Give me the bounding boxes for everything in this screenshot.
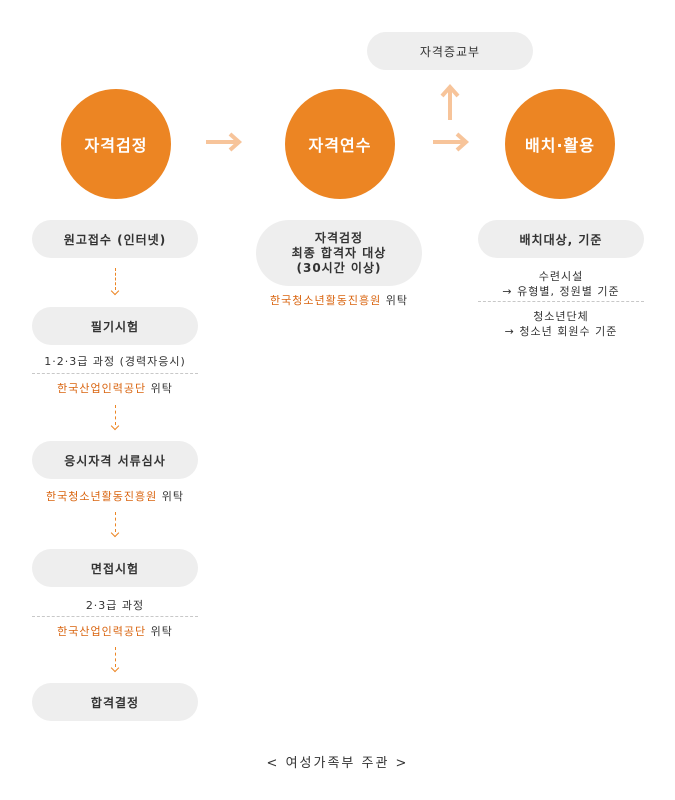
training-target-box: 자격검정 최종 합격자 대상 (30시간 이상) bbox=[256, 220, 422, 286]
divider bbox=[32, 616, 198, 617]
org-name: 한국청소년활동진흥원 bbox=[46, 490, 158, 503]
stage-circle-qualification-exam: 자격검정 bbox=[61, 89, 171, 199]
footer-organizer: < 여성가족부 주관 > bbox=[266, 756, 409, 771]
step-online-application: 원고접수 (인터넷) bbox=[32, 220, 198, 258]
flow-connector bbox=[115, 512, 116, 532]
org-name: 한국산업인력공단 bbox=[57, 625, 147, 638]
certificate-issuance-label: 자격증교부 bbox=[419, 44, 481, 59]
certificate-issuance-box: 자격증교부 bbox=[367, 32, 533, 70]
chevron-down-icon bbox=[110, 528, 120, 538]
step-label: 면접시험 bbox=[90, 561, 140, 576]
placement-item-detail: → 유형별, 정원별 기준 bbox=[502, 285, 620, 298]
training-org: 한국청소년활동진흥원 위탁 bbox=[246, 292, 432, 308]
step-interview: 면접시험 bbox=[32, 549, 198, 587]
stage-label: 자격연수 bbox=[308, 136, 372, 155]
written-exam-note: 1·2·3급 과정 (경력자응시) bbox=[44, 355, 186, 368]
stage-label: 자격검정 bbox=[84, 136, 148, 155]
org-name: 한국청소년활동진흥원 bbox=[270, 294, 382, 307]
flow-connector bbox=[115, 405, 116, 425]
interview-org: 한국산업인력공단 위탁 bbox=[32, 623, 198, 639]
org-suffix: 위탁 bbox=[150, 625, 173, 638]
step-label: 필기시험 bbox=[90, 319, 140, 334]
divider bbox=[478, 301, 644, 302]
step-label: 배치대상, 기준 bbox=[519, 232, 603, 247]
step-label: 합격결정 bbox=[90, 695, 140, 710]
chevron-down-icon bbox=[110, 286, 120, 296]
stage-label: 배치·활용 bbox=[525, 136, 595, 155]
placement-criteria-box: 배치대상, 기준 bbox=[478, 220, 644, 258]
placement-item-title: 수련시설 bbox=[538, 270, 584, 283]
interview-note: 2·3급 과정 bbox=[85, 599, 145, 612]
org-suffix: 위탁 bbox=[161, 490, 184, 503]
arrow-up-icon bbox=[440, 83, 460, 120]
step-label: 원고접수 (인터넷) bbox=[63, 232, 167, 247]
arrow-right-icon bbox=[206, 132, 243, 152]
divider bbox=[32, 373, 198, 374]
chevron-down-icon bbox=[110, 421, 120, 431]
written-exam-org: 한국산업인력공단 위탁 bbox=[32, 380, 198, 396]
chevron-down-icon bbox=[110, 663, 120, 673]
step-pass-decision: 합격결정 bbox=[32, 683, 198, 721]
step-label: 응시자격 서류심사 bbox=[64, 453, 166, 468]
training-box-line: 최종 합격자 대상 bbox=[291, 245, 387, 260]
flow-connector bbox=[115, 268, 116, 290]
stage-circle-placement: 배치·활용 bbox=[505, 89, 615, 199]
org-suffix: 위탁 bbox=[150, 382, 173, 395]
document-review-org: 한국청소년활동진흥원 위탁 bbox=[32, 488, 198, 504]
placement-item-title: 청소년단체 bbox=[533, 310, 589, 323]
flow-connector bbox=[115, 647, 116, 667]
training-box-line: 자격검정 bbox=[314, 230, 364, 245]
stage-circle-training: 자격연수 bbox=[285, 89, 395, 199]
org-suffix: 위탁 bbox=[385, 294, 408, 307]
placement-item-detail: → 청소년 회원수 기준 bbox=[504, 325, 618, 338]
step-written-exam: 필기시험 bbox=[32, 307, 198, 345]
training-box-line: (30시간 이상) bbox=[296, 260, 382, 275]
step-document-review: 응시자격 서류심사 bbox=[32, 441, 198, 479]
org-name: 한국산업인력공단 bbox=[57, 382, 147, 395]
arrow-right-icon bbox=[433, 132, 470, 152]
